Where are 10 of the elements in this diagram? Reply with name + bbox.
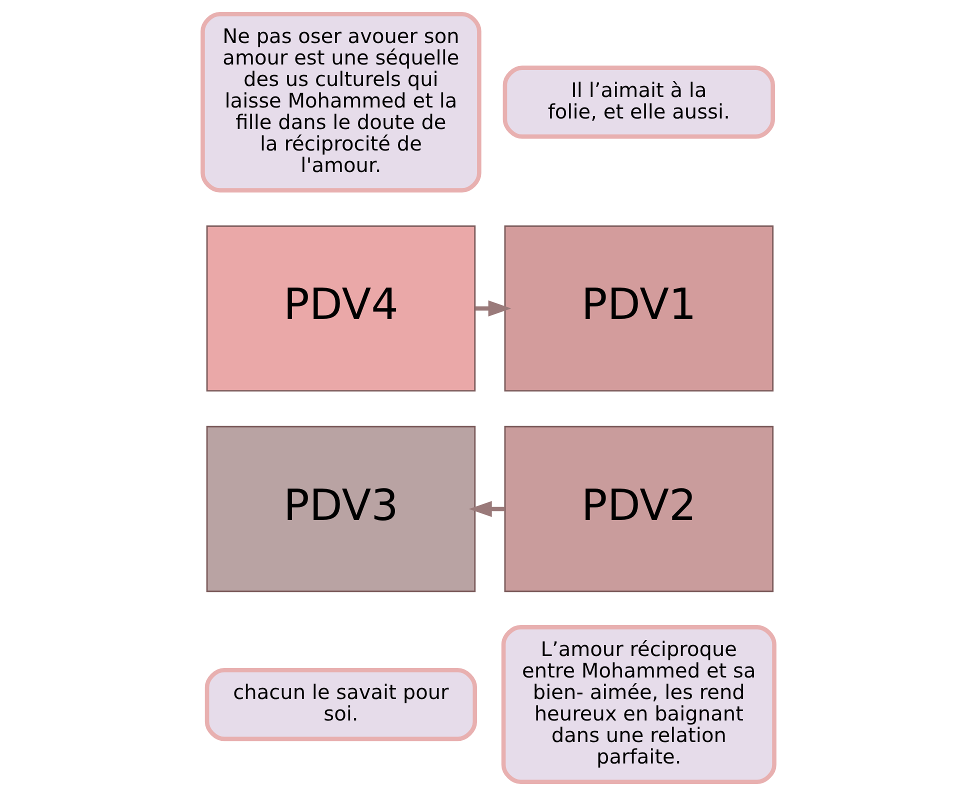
node-box: PDV2 (504, 426, 774, 592)
node-box: Ne pas oser avouer son amour est une séquelle des us culturels qui laisse Mohammed et la fille dans le doute de la réciprocité de l'amour. (200, 12, 481, 192)
node-box: PDV3 (206, 426, 476, 592)
node-box: L’amour réciproque entre Mohammed et sa bien- aimée, les rend heureux en baignant dans une relation parfaite. (500, 625, 776, 784)
node-box: chacun le savait pour soi. (204, 668, 477, 742)
arrow (474, 300, 511, 317)
node-box: Il l’aimait à la folie, et elle aussi. (502, 66, 774, 139)
node-box: PDV4 (206, 225, 476, 392)
arrow (468, 500, 504, 518)
node-box: PDV1 (504, 225, 774, 392)
